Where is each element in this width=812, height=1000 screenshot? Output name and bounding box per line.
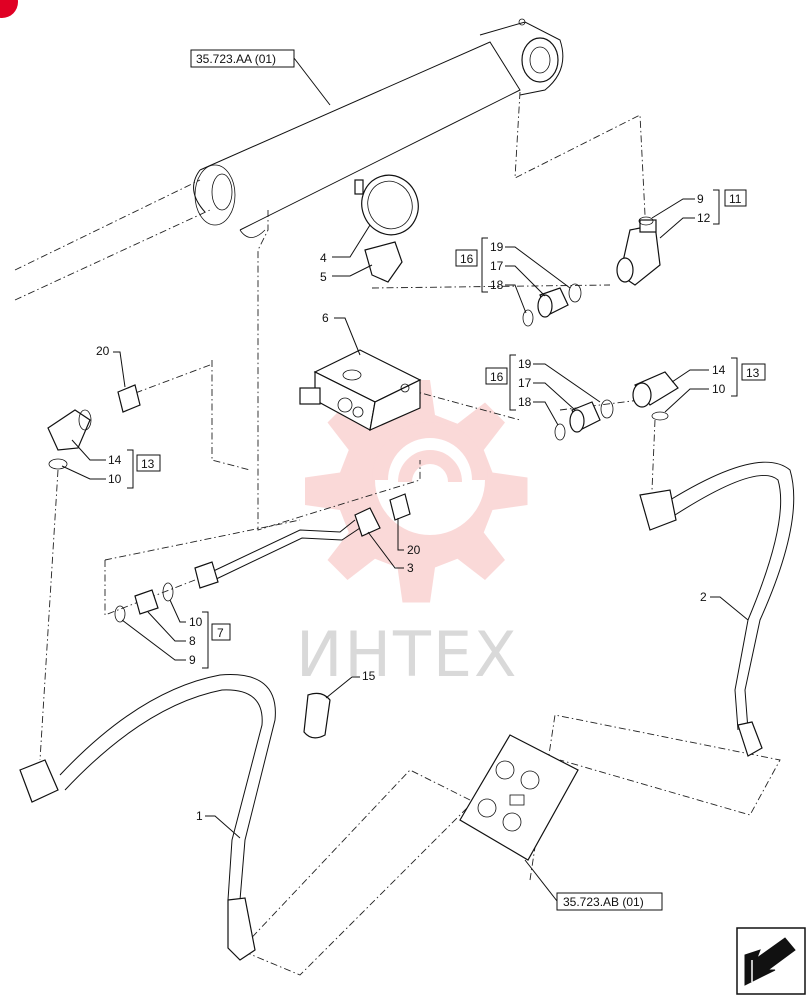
o-ring-9[interactable]	[638, 216, 654, 226]
callout-4: 4	[320, 251, 327, 265]
callout-box-11[interactable]	[724, 189, 747, 207]
callout-17-upper: 17	[490, 259, 504, 273]
callout-19-lower: 19	[518, 357, 532, 371]
o-ring-19-lower[interactable]	[600, 399, 614, 419]
callout-box-16-lower[interactable]	[485, 367, 508, 385]
callout-12: 12	[697, 211, 711, 225]
hose-assembly-1[interactable]	[19, 674, 276, 961]
reference-label-top: 35.723.AA (01)	[196, 52, 276, 66]
elbow-fitting-14-left[interactable]	[47, 409, 92, 451]
callout-3: 3	[407, 561, 414, 575]
callout-16-upper: 16	[460, 252, 474, 266]
adapter-8[interactable]	[134, 589, 159, 615]
o-ring-18-upper[interactable]	[522, 309, 534, 327]
callout-7: 7	[217, 626, 224, 640]
red-corner-badge-icon	[0, 0, 18, 18]
callout-18-upper: 18	[490, 278, 504, 292]
callout-9-top: 9	[697, 192, 704, 206]
callout-1: 1	[196, 809, 203, 823]
callout-20-right: 20	[407, 543, 421, 557]
callout-8: 8	[189, 634, 196, 648]
next-page-arrow-icon[interactable]	[736, 927, 806, 995]
callouts: 4 5 6 9 12 11 16 19 17 18 16 19 17 18	[61, 189, 766, 839]
hydraulic-cylinder	[14, 18, 564, 301]
watermark-gear-icon	[305, 380, 528, 603]
o-ring-9-group7[interactable]	[114, 605, 126, 623]
o-ring-18-lower[interactable]	[554, 423, 566, 441]
callout-14-left: 14	[108, 453, 122, 467]
cushion-part-5[interactable]	[364, 241, 403, 283]
callout-13-right: 13	[746, 366, 760, 380]
callout-box-16-upper[interactable]	[455, 249, 478, 267]
callout-11: 11	[729, 192, 742, 206]
o-ring-10-group7[interactable]	[162, 582, 174, 602]
o-ring-10-left[interactable]	[48, 458, 68, 470]
clamp-part-4[interactable]	[353, 167, 426, 243]
adapter-20-left[interactable]	[117, 384, 141, 413]
steel-pipe-3[interactable]	[194, 507, 381, 589]
callout-6: 6	[322, 311, 329, 325]
callout-9-group7: 9	[189, 653, 196, 667]
control-panel-plate[interactable]	[459, 734, 579, 861]
elbow-fitting-14-right[interactable]	[632, 371, 679, 408]
elbow-fitting-12[interactable]	[616, 219, 661, 286]
callout-5: 5	[320, 270, 327, 284]
callout-box-13-right[interactable]	[741, 363, 766, 381]
callout-10-left: 10	[108, 472, 122, 486]
callout-16-lower: 16	[490, 370, 504, 384]
callout-17-lower: 17	[518, 376, 532, 390]
hose-assembly-2[interactable]	[639, 461, 795, 757]
watermark-text: ИНТЕХ	[296, 618, 519, 691]
callout-2: 2	[700, 590, 707, 604]
callout-13-left: 13	[141, 457, 155, 471]
adapter-17-upper[interactable]	[537, 287, 569, 318]
reference-box-bottom[interactable]	[556, 892, 663, 911]
callout-19-upper: 19	[490, 240, 504, 254]
callout-18-lower: 18	[518, 395, 532, 409]
callout-10-right: 10	[712, 382, 726, 396]
callout-20-left: 20	[96, 344, 110, 358]
callout-15: 15	[362, 669, 376, 683]
callout-14-right: 14	[712, 363, 726, 377]
adapter-20-right[interactable]	[389, 493, 411, 521]
reference-label-bottom: 35.723.AB (01)	[563, 895, 644, 909]
o-ring-10-right[interactable]	[651, 411, 669, 421]
valve-block-6[interactable]	[299, 349, 422, 432]
hose-clip-15[interactable]	[303, 692, 331, 739]
callout-box-13-left[interactable]	[136, 454, 161, 472]
adapter-17-lower[interactable]	[569, 401, 601, 433]
callout-10-group7: 10	[189, 615, 203, 629]
o-ring-19-upper[interactable]	[568, 283, 582, 303]
callout-box-7[interactable]	[211, 623, 231, 641]
